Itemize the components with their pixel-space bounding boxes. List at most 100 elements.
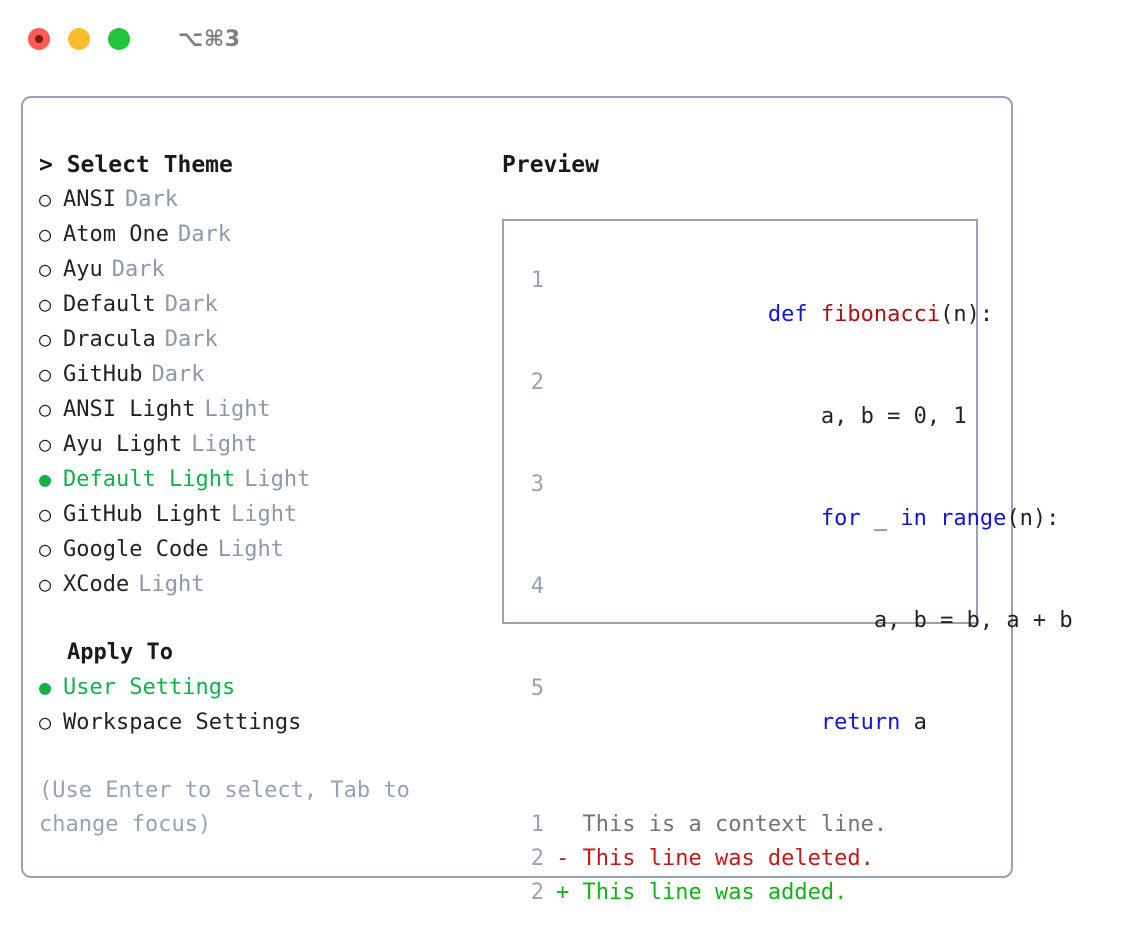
theme-item-google-code[interactable]: ○ Google Code Light	[39, 532, 469, 567]
token-plain: (n):	[940, 302, 994, 327]
token-builtin: range	[940, 506, 1007, 531]
theme-item-dracula[interactable]: ○ Dracula Dark	[39, 322, 469, 357]
line-number: 4	[530, 574, 544, 599]
theme-tag: Dark	[164, 292, 218, 317]
theme-name: Default Light	[63, 467, 236, 492]
theme-tag: Light	[138, 572, 205, 597]
token-keyword: def	[767, 302, 821, 327]
apply-to-label: Workspace Settings	[63, 710, 302, 735]
token-plain	[768, 710, 821, 735]
theme-item-xcode[interactable]: ○ XCode Light	[39, 567, 469, 602]
token-plain	[927, 506, 940, 531]
theme-item-github-light[interactable]: ○ GitHub Light Light	[39, 497, 469, 532]
code-diff-gap	[516, 774, 970, 808]
theme-list-column: > Select Theme ○ ANSI Dark ○ Atom One Da…	[39, 148, 469, 842]
theme-name: Ayu	[63, 257, 103, 282]
window-titlebar: ⌥⌘3	[0, 0, 1140, 78]
diff-prefix: +	[556, 880, 583, 905]
radio-icon[interactable]: ○	[39, 187, 52, 211]
radio-icon[interactable]: ○	[39, 502, 52, 526]
minimize-button[interactable]	[68, 28, 90, 50]
close-button[interactable]	[28, 28, 50, 50]
radio-icon-selected[interactable]: ●	[39, 467, 52, 491]
theme-picker-panel: > Select Theme ○ ANSI Dark ○ Atom One Da…	[21, 96, 1073, 905]
theme-tag: Light	[244, 467, 311, 492]
line-number: 2	[530, 880, 544, 905]
diff-text: This is a context line.	[582, 812, 888, 837]
theme-name: Google Code	[63, 537, 209, 562]
theme-tag: Light	[217, 537, 284, 562]
radio-icon-selected[interactable]: ●	[39, 675, 52, 699]
token-keyword: in	[900, 506, 927, 531]
theme-name: GitHub	[63, 362, 143, 387]
theme-tag: Light	[204, 397, 271, 422]
theme-tag: Dark	[177, 222, 231, 247]
keyboard-hint: (Use Enter to select, Tab to change focu…	[39, 778, 410, 837]
theme-tag: Dark	[164, 327, 218, 352]
token-keyword: for	[820, 506, 861, 531]
code-content: def fibonacci(n):	[556, 264, 993, 366]
theme-item-ayu[interactable]: ○ Ayu Dark	[39, 252, 469, 287]
theme-tag: Dark	[111, 257, 165, 282]
preview-box: 1 def fibonacci(n): 2 a, b = 0, 1	[502, 219, 1073, 905]
theme-name: ANSI	[63, 187, 116, 212]
theme-name: Dracula	[63, 327, 156, 352]
radio-icon[interactable]: ○	[39, 537, 52, 561]
theme-item-default-light[interactable]: ● Default Light Light	[39, 462, 469, 497]
line-number: 3	[530, 472, 544, 497]
line-number: 1	[530, 268, 544, 293]
token-plain: a, b = 0, 1	[767, 404, 967, 429]
diff-text: This line was deleted.	[582, 846, 874, 871]
token-plain: _	[860, 506, 901, 531]
theme-item-atom-one[interactable]: ○ Atom One Dark	[39, 217, 469, 252]
radio-icon[interactable]: ○	[39, 362, 52, 386]
radio-icon[interactable]: ○	[39, 397, 52, 421]
theme-item-ansi[interactable]: ○ ANSI Dark	[39, 182, 469, 217]
theme-tag: Dark	[124, 187, 178, 212]
theme-name: GitHub Light	[63, 502, 222, 527]
diff-row-added: 2 + This line was added.	[516, 876, 970, 910]
apply-to-user-settings[interactable]: ● User Settings	[39, 670, 469, 705]
radio-icon[interactable]: ○	[39, 292, 52, 316]
theme-name: Ayu Light	[63, 432, 183, 457]
theme-item-default[interactable]: ○ Default Dark	[39, 287, 469, 322]
theme-item-ayu-light[interactable]: ○ Ayu Light Light	[39, 427, 469, 462]
maximize-button[interactable]	[108, 28, 130, 50]
radio-icon[interactable]: ○	[39, 257, 52, 281]
code-row: 1 def fibonacci(n):	[516, 264, 993, 366]
preview-column: Preview 1 def fibonacci(n): 2	[502, 148, 1073, 905]
theme-item-ansi-light[interactable]: ○ ANSI Light Light	[39, 392, 469, 427]
preview-header: Preview	[502, 152, 599, 178]
code-row: 5 return a	[516, 672, 970, 774]
diff-prefix	[556, 808, 583, 842]
code-content: a, b = b, a + b	[556, 570, 1073, 672]
code-content: return a	[556, 672, 927, 774]
line-number: 1	[530, 812, 544, 837]
code-row: 4 a, b = b, a + b	[516, 570, 1073, 672]
theme-tag: Light	[191, 432, 258, 457]
line-number: 2	[530, 846, 544, 871]
radio-icon[interactable]: ○	[39, 327, 52, 351]
code-content: for _ in range(n):	[556, 468, 1059, 570]
code-sample: 1 def fibonacci(n): 2 a, b = 0, 1	[516, 264, 1073, 910]
code-content: a, b = 0, 1	[556, 366, 967, 468]
token-keyword: return	[820, 710, 901, 735]
theme-item-github[interactable]: ○ GitHub Dark	[39, 357, 469, 392]
window-title: ⌥⌘3	[178, 26, 241, 52]
line-number: 5	[530, 676, 544, 701]
line-number: 2	[530, 370, 544, 395]
theme-name: Default	[63, 292, 156, 317]
radio-icon[interactable]: ○	[39, 572, 52, 596]
traffic-lights	[28, 28, 130, 50]
token-plain: a, b = b, a + b	[767, 608, 1073, 633]
theme-name: XCode	[63, 572, 130, 597]
diff-row-context: 1 This is a context line.	[516, 808, 970, 842]
theme-tag: Dark	[151, 362, 205, 387]
radio-icon[interactable]: ○	[39, 432, 52, 456]
radio-icon[interactable]: ○	[39, 222, 52, 246]
radio-icon[interactable]: ○	[39, 710, 52, 734]
diff-text: This line was added.	[582, 880, 848, 905]
theme-name: ANSI Light	[63, 397, 196, 422]
apply-to-workspace-settings[interactable]: ○ Workspace Settings	[39, 705, 469, 740]
